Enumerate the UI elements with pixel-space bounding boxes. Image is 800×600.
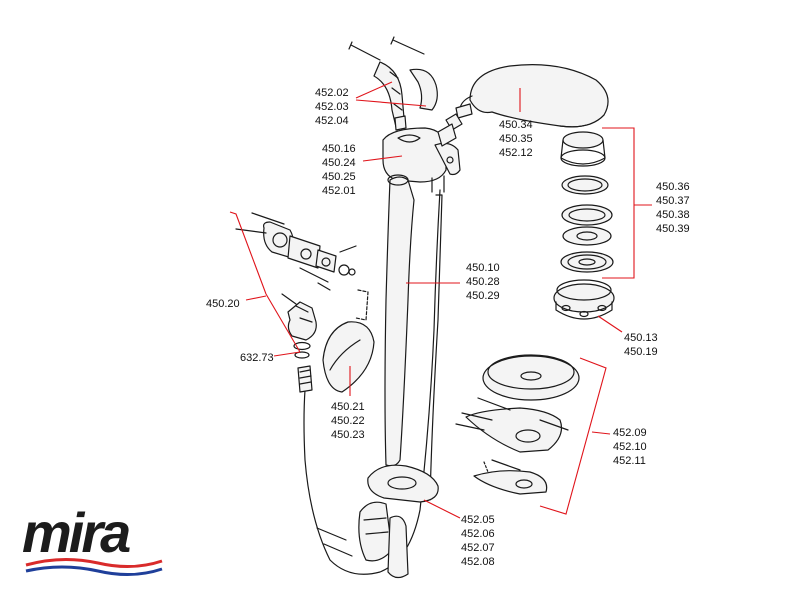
- logo-wave-icon: [25, 557, 163, 577]
- screw-icon: [348, 36, 425, 61]
- label-rim: 450.13 450.19: [624, 332, 658, 358]
- holder-part: [382, 127, 461, 193]
- mira-logo: mira: [22, 505, 172, 585]
- handset-part: [437, 64, 609, 147]
- label-hose: 450.10 450.28 450.29: [466, 262, 500, 302]
- label-lower-bracket: 452.05 452.06 452.07 452.08: [461, 514, 495, 568]
- leader-lines: [229, 81, 652, 519]
- wall-outlet-part: [235, 212, 369, 321]
- spray-plate-part: [560, 131, 614, 273]
- soap-dish-part: [455, 354, 580, 495]
- label-grab-bracket: 452.02 452.03 452.04: [315, 87, 349, 127]
- label-handset: 450.34 450.35 452.12: [499, 119, 533, 159]
- logo-wordmark: mira: [22, 501, 131, 564]
- label-wall-outlet: 450.20: [206, 298, 240, 310]
- lower-bracket-part: [316, 464, 439, 579]
- label-holder: 450.16 450.24 450.25 452.01: [322, 143, 356, 197]
- cover-part: [322, 321, 375, 393]
- riser-rail-part: [384, 174, 443, 501]
- label-soap-dish: 452.09 452.10 452.11: [613, 427, 647, 467]
- rim-part: [553, 279, 615, 320]
- label-cover: 450.21 450.22 450.23: [331, 401, 365, 441]
- elbow-connector-part: [281, 293, 317, 359]
- grab-bracket-part: [373, 61, 438, 131]
- label-spray-plate: 450.36 450.37 450.38 450.39: [656, 181, 690, 235]
- label-seal: 632.73: [240, 352, 274, 364]
